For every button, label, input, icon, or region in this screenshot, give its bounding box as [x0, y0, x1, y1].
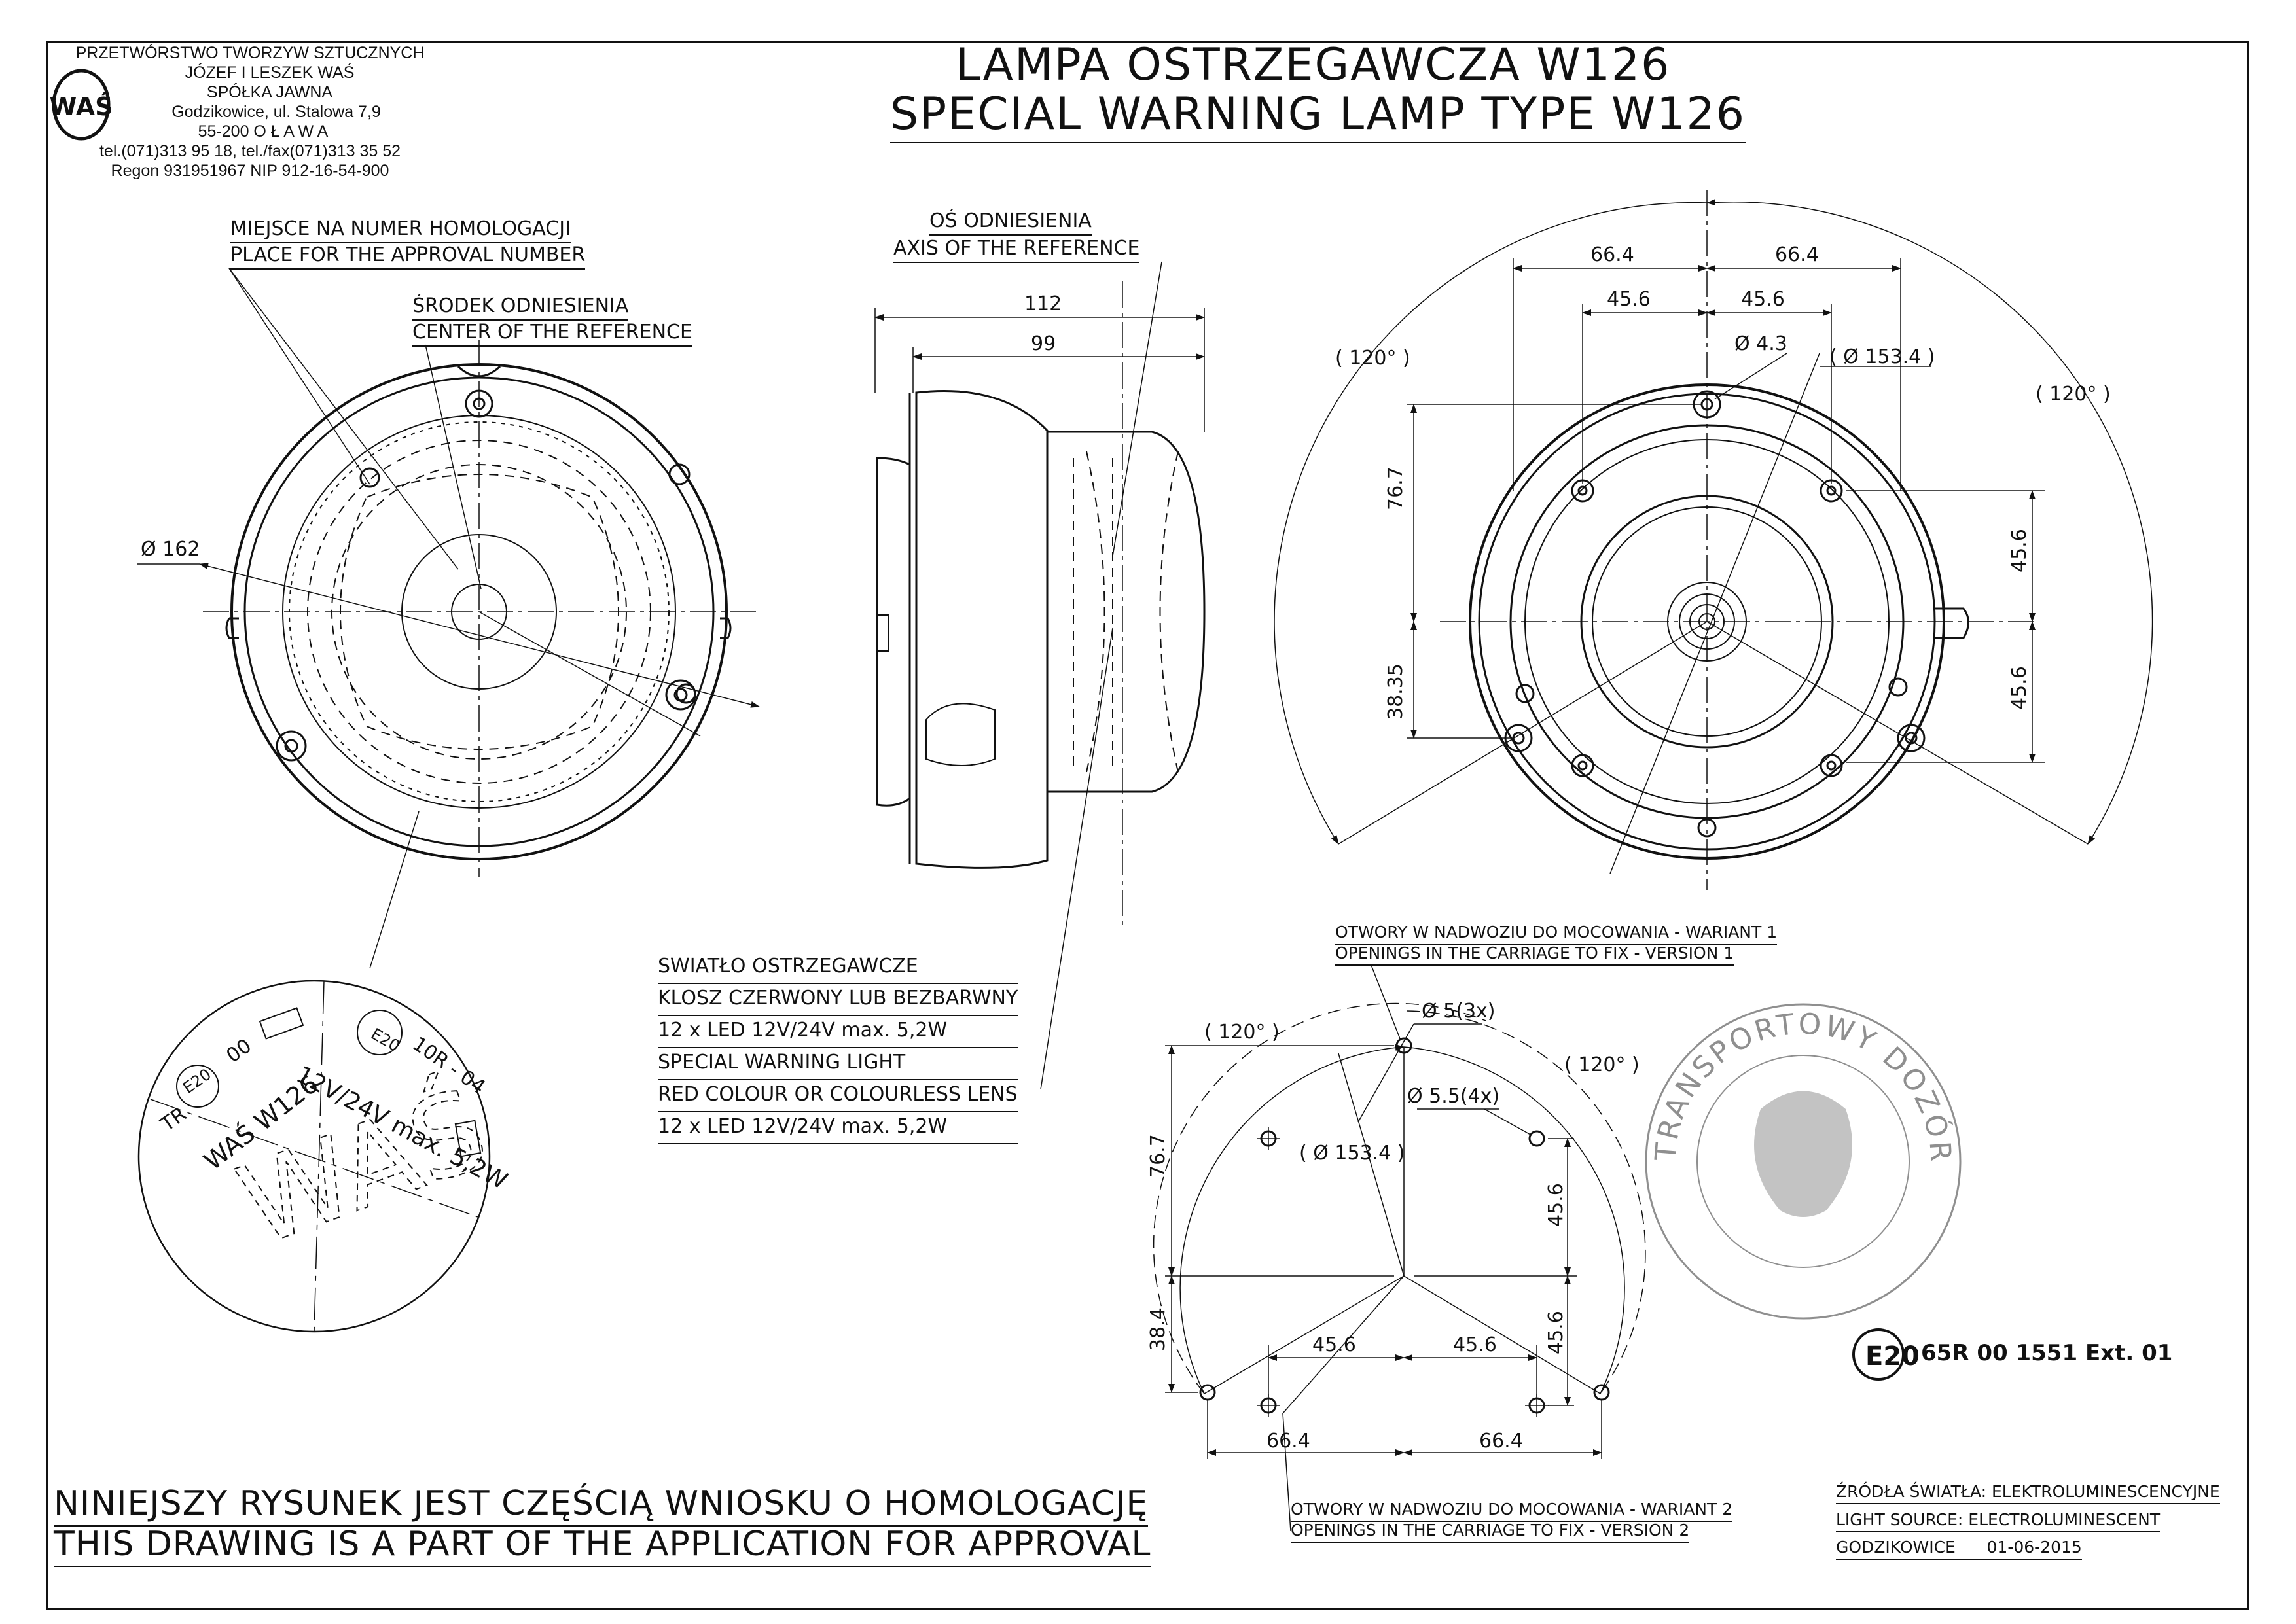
title-pl: LAMPA OSTRZEGAWCZA W126 — [956, 39, 1671, 91]
dim-holes-dia-5: Ø 5(3x) — [1422, 1000, 1496, 1023]
company-owners: JÓZEF I LESZEK WAŚ — [185, 63, 355, 82]
approval-mark: E20 — [1854, 1330, 1920, 1379]
approval-e-mark: E20 — [1865, 1341, 1920, 1371]
label-light-6: 12 x LED 12V/24V max. 5,2W — [658, 1112, 1018, 1144]
dim-holes-dia-1534: ( Ø 153.4 ) — [1299, 1142, 1405, 1165]
label-holes1-pl: OTWORY W NADWOZIU DO MOCOWANIA - WARIANT… — [1335, 923, 1778, 945]
label-light-2: KLOSZ CZERWONY LUB BEZBARWNY — [658, 984, 1018, 1016]
label-holes2-pl: OTWORY W NADWOZIU DO MOCOWANIA - WARIANT… — [1291, 1500, 1733, 1522]
label-holes2-en: OPENINGS IN THE CARRIAGE TO FIX - VERSIO… — [1291, 1521, 1690, 1543]
lens-mark-e20-right: E20 — [368, 1025, 403, 1055]
company-street: Godzikowice, ul. Stalowa 7,9 — [171, 103, 381, 121]
hole-pattern — [1154, 965, 1645, 1531]
dim-back-45-left: 45.6 — [1607, 288, 1651, 311]
svg-text:WAŚ: WAŚ — [50, 92, 113, 121]
label-holes1-en: OPENINGS IN THE CARRIAGE TO FIX - VERSIO… — [1335, 944, 1734, 966]
lens-mark-00: 00 — [223, 1034, 256, 1068]
label-center-pl: ŚRODEK ODNIESIENIA — [412, 294, 629, 321]
dim-back-66-right: 66.4 — [1775, 243, 1819, 266]
lens-mark-tr: TR — [156, 1103, 191, 1137]
side-view — [874, 262, 1204, 1089]
dim-width-99: 99 — [1031, 332, 1056, 355]
dim-back-dia-43: Ø 4.3 — [1734, 332, 1787, 355]
dim-back-dia-1534: ( Ø 153.4 ) — [1829, 345, 1935, 368]
company-ids: Regon 931951967 NIP 912-16-54-900 — [111, 162, 389, 180]
label-approval-pl: MIEJSCE NA NUMER HOMOLOGACJI — [230, 217, 571, 243]
label-approval-en: PLACE FOR THE APPROVAL NUMBER — [230, 243, 586, 270]
dim-holes-45-6-left: 45.6 — [1312, 1333, 1356, 1356]
company-logo: WAŚ — [50, 71, 113, 139]
dim-holes-66-4-left: 66.4 — [1266, 1430, 1310, 1453]
drawing-frame — [46, 41, 2249, 1610]
dim-holes-66-4-right: 66.4 — [1479, 1430, 1523, 1453]
dim-back-76-7: 76.7 — [1384, 467, 1407, 510]
front-view — [137, 340, 760, 877]
approval-number: 65R 00 1551 Ext. 01 — [1921, 1340, 2173, 1366]
dim-holes-76-7: 76.7 — [1147, 1134, 1170, 1178]
footer-source-en: LIGHT SOURCE: ELECTROLUMINESCENT — [1836, 1510, 2161, 1532]
company-form: SPÓŁKA JAWNA — [206, 83, 333, 101]
dim-holes-dia-5-5: Ø 5.5(4x) — [1407, 1085, 1500, 1108]
label-axis-pl: OŚ ODNIESIENIA — [929, 209, 1092, 236]
label-center-en: CENTER OF THE REFERENCE — [412, 321, 692, 347]
dim-holes-angle-right: ( 120° ) — [1564, 1053, 1640, 1076]
company-city: 55-200 O Ł A W A — [198, 122, 329, 141]
footer-place-date: GODZIKOWICE 01-06-2015 — [1836, 1538, 2082, 1560]
dim-holes-45-6-right: 45.6 — [1453, 1333, 1497, 1356]
dim-back-45-6-upper: 45.6 — [2008, 529, 2031, 573]
dim-holes-38-4: 38.4 — [1147, 1307, 1170, 1351]
dim-diameter-162: Ø 162 — [141, 538, 200, 561]
dim-back-45-right: 45.6 — [1741, 288, 1785, 311]
dim-holes-angle-left: ( 120° ) — [1204, 1021, 1280, 1044]
label-light-block: SWIATŁO OSTRZEGAWCZE KLOSZ CZERWONY LUB … — [658, 952, 1018, 1144]
footer-source-pl: ŹRÓDŁA ŚWIATŁA: ELEKTROLUMINESCENCYJNE — [1836, 1482, 2220, 1504]
label-axis-en: AXIS OF THE REFERENCE — [893, 237, 1140, 263]
dim-holes-45-6-upper: 45.6 — [1545, 1183, 1568, 1227]
label-light-4: SPECIAL WARNING LIGHT — [658, 1048, 1018, 1080]
dim-back-angle-left: ( 120° ) — [1335, 347, 1410, 370]
company-phone: tel.(071)313 95 18, tel./fax(071)313 35 … — [99, 142, 401, 160]
label-light-1: SWIATŁO OSTRZEGAWCZE — [658, 952, 1018, 984]
dim-back-angle-right: ( 120° ) — [2036, 383, 2111, 406]
dim-back-38-35: 38.35 — [1384, 663, 1407, 720]
lens-marking-text: TR E20 00 WAŚ W126 12V/24V max. 5,2W E20… — [156, 1025, 512, 1273]
back-view — [1274, 190, 2153, 890]
front-leaders — [229, 268, 700, 968]
lens-detail — [139, 981, 490, 1332]
company-name: PRZETWÓRSTWO TWORZYW SZTUCZNYCH — [75, 44, 425, 62]
dim-back-66-left: 66.4 — [1590, 243, 1634, 266]
dim-back-45-6-lower: 45.6 — [2008, 666, 2031, 710]
dim-width-112: 112 — [1024, 292, 1062, 315]
title-en: SPECIAL WARNING LAMP TYPE W126 — [890, 88, 1746, 143]
label-light-3: 12 x LED 12V/24V max. 5,2W — [658, 1016, 1018, 1048]
label-light-5: RED COLOUR OR COLOURLESS LENS — [658, 1080, 1018, 1112]
footer-note-en: THIS DRAWING IS A PART OF THE APPLICATIO… — [54, 1525, 1151, 1567]
footer-note-pl: NINIEJSZY RYSUNEK JEST CZĘŚCIĄ WNIOSKU O… — [54, 1484, 1149, 1527]
company-block: PRZETWÓRSTWO TWORZYW SZTUCZNYCH JÓZEF I … — [54, 43, 446, 181]
dim-holes-45-6-lower: 45.6 — [1545, 1311, 1568, 1354]
